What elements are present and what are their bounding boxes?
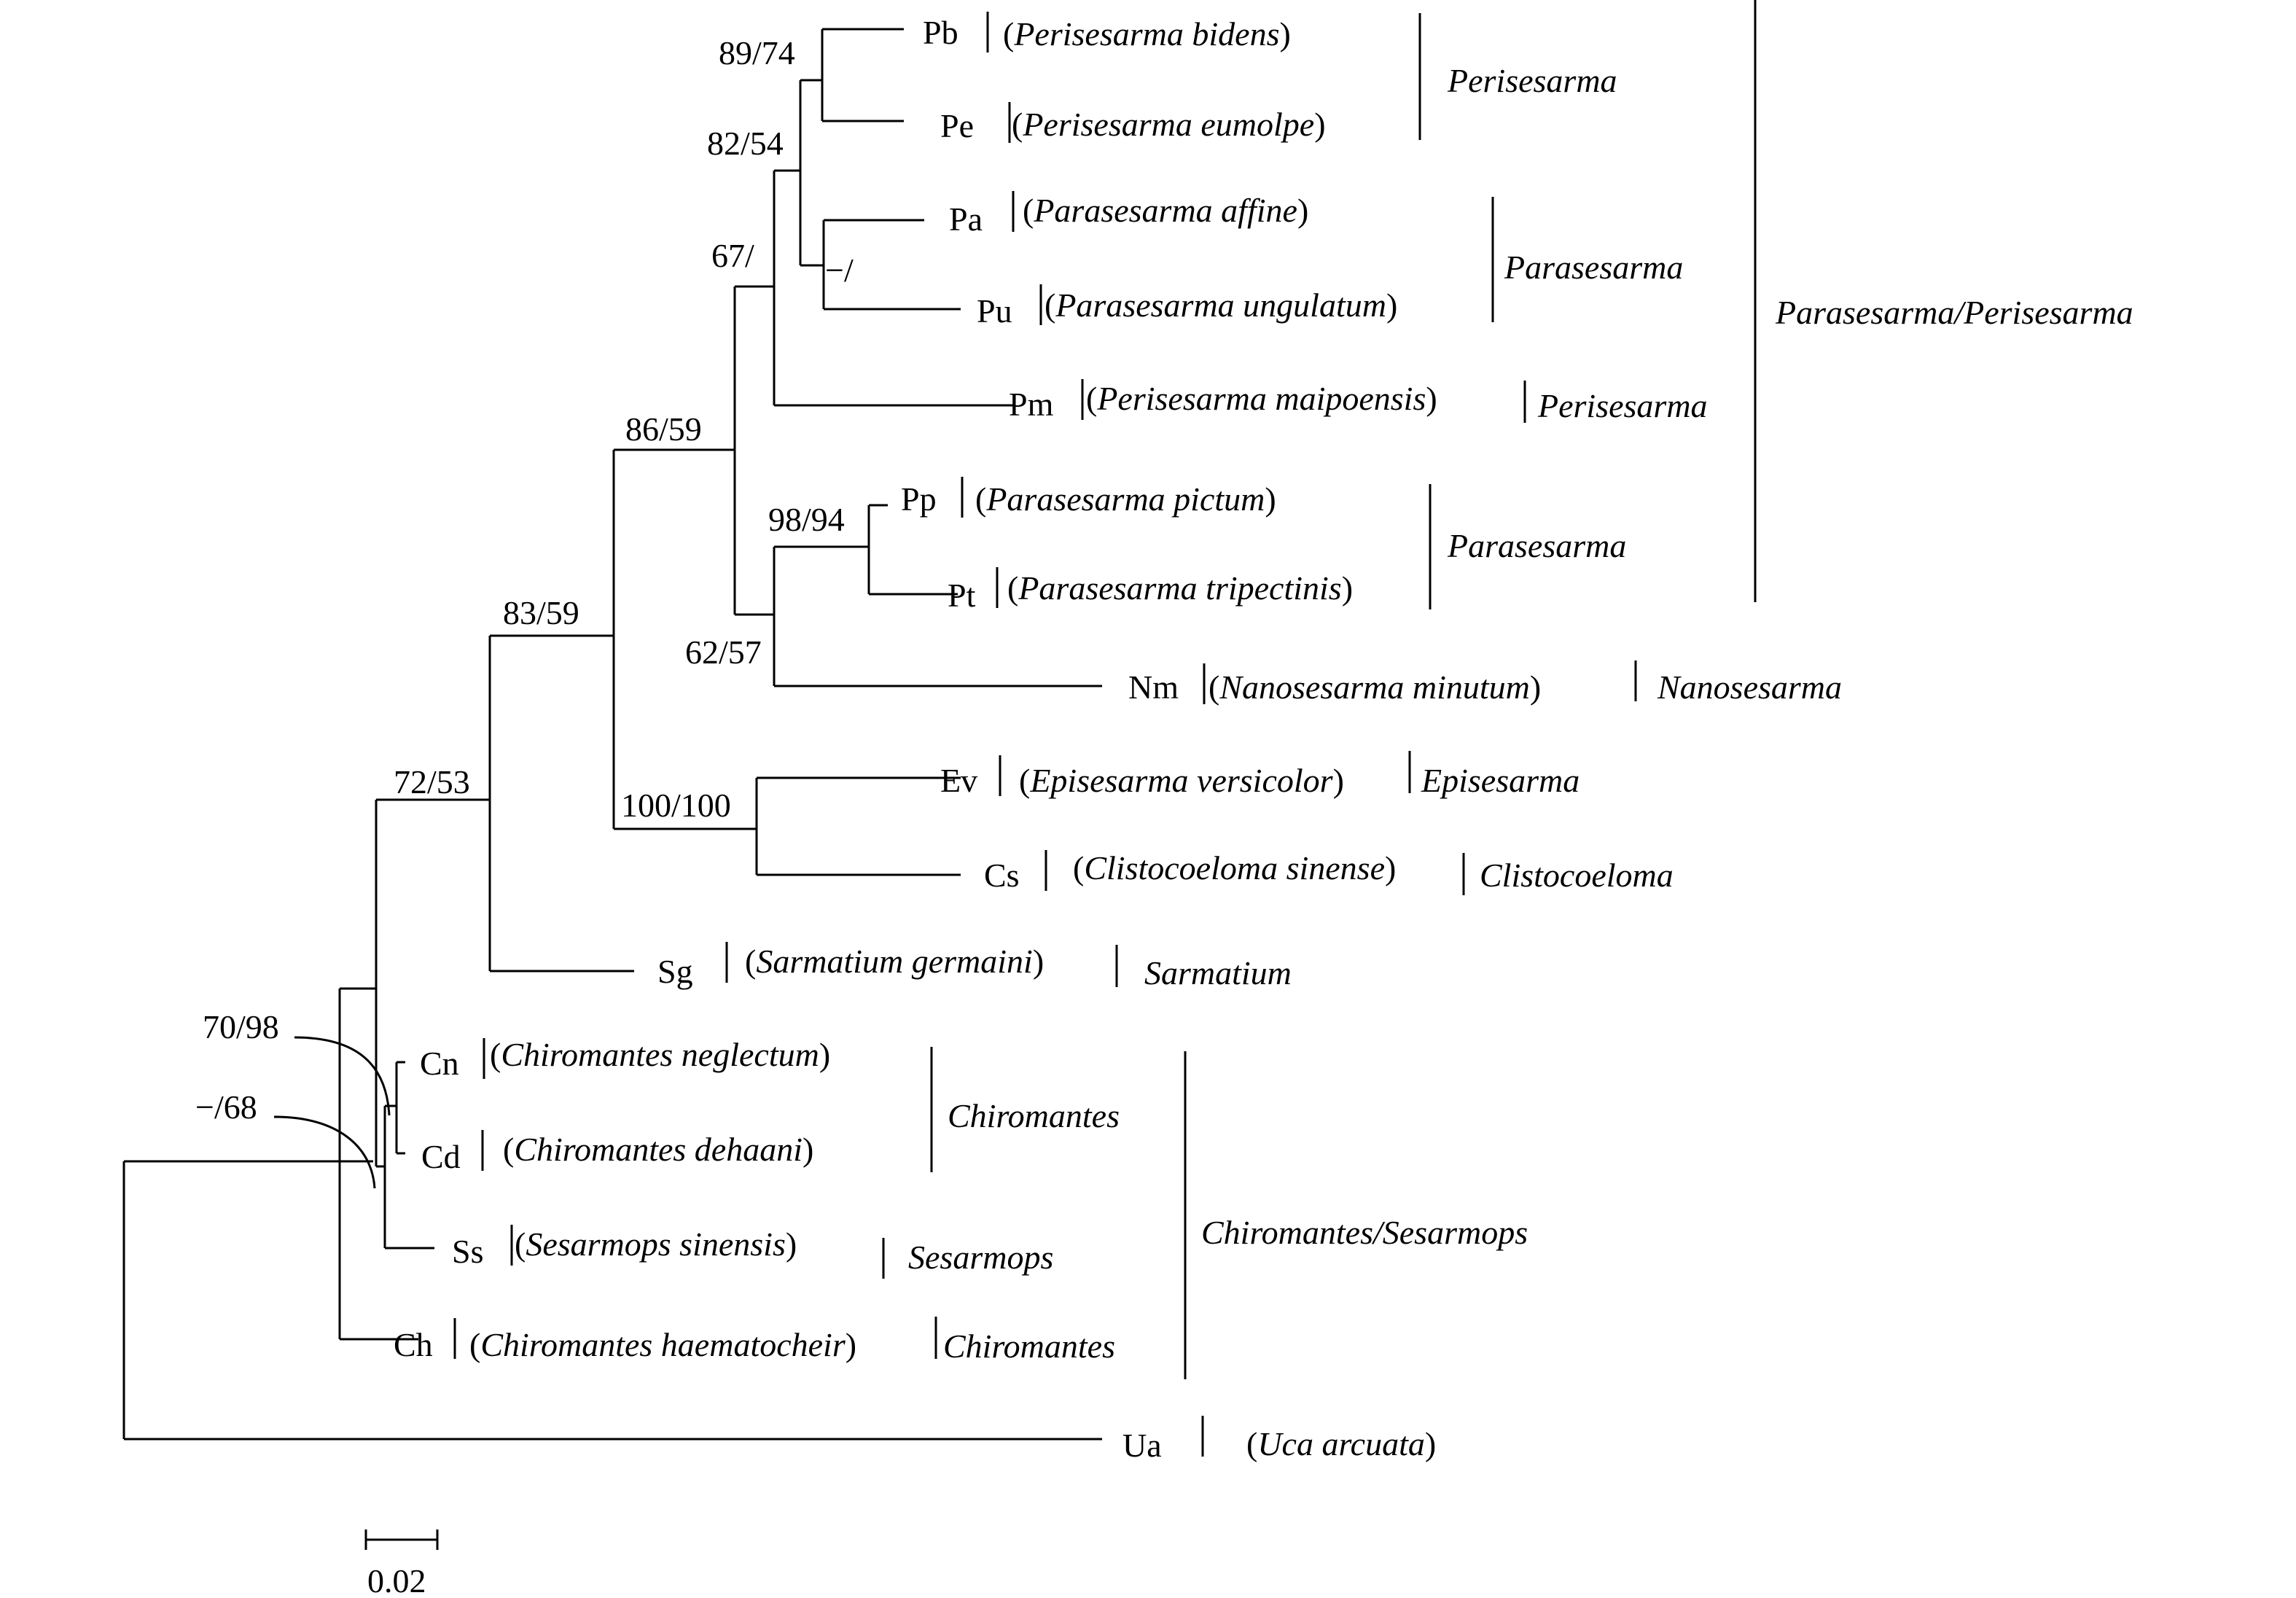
leader-cn-cd xyxy=(294,1036,391,1116)
genus-chiromantes-2: Chiromantes xyxy=(943,1328,1115,1365)
support-pm-node: 67/ xyxy=(711,237,754,274)
support-pp-pt: 98/94 xyxy=(768,501,845,538)
group-chiromantes-sesarmops: Chiromantes/Sesarmops xyxy=(1201,1214,1528,1251)
genus-chiromantes-1: Chiromantes xyxy=(948,1097,1120,1134)
tip-species-pm: (Perisesarma maipoensis) xyxy=(1086,380,1437,417)
genus-labels: Perisesarma Parasesarma Perisesarma Para… xyxy=(882,13,1842,1365)
tip-code-nm: Nm xyxy=(1128,669,1179,706)
tip-species-cs: (Clistocoeloma sinense) xyxy=(1073,849,1396,886)
group-parasesarma-perisesarma: Parasesarma/Perisesarma xyxy=(1775,294,2133,331)
tip-species-pb: (Perisesarma bidens) xyxy=(1003,15,1291,52)
genus-perisesarma-1: Perisesarma xyxy=(1447,62,1617,99)
tip-code-pe: Pe xyxy=(940,107,974,144)
support-ingroup: 72/53 xyxy=(394,763,470,800)
tip-species-ch: (Chiromantes haematocheir) xyxy=(469,1326,856,1363)
tip-species-cd: (Chiromantes dehaani) xyxy=(503,1131,813,1168)
tip-species-ss: (Sesarmops sinensis) xyxy=(515,1225,797,1263)
support-pbpe-papu: 82/54 xyxy=(707,125,784,162)
tip-species-nm: (Nanosesarma minutum) xyxy=(1208,669,1541,706)
tip-species-pa: (Parasesarma affine) xyxy=(1023,192,1308,229)
tip-code-pb: Pb xyxy=(923,14,958,51)
tip-code-cd: Cd xyxy=(421,1138,461,1175)
tip-species-pe: (Perisesarma eumolpe) xyxy=(1012,106,1326,143)
node-supports: 89/74 82/54 −/ 67/ 86/59 98/94 62/57 100… xyxy=(195,34,854,1126)
tip-species-pt: (Parasesarma tripectinis) xyxy=(1007,569,1353,607)
tip-species-ua: (Uca arcuata) xyxy=(1246,1425,1436,1462)
support-ppnm: 86/59 xyxy=(625,410,702,448)
support-ev-cs: 100/100 xyxy=(621,787,731,824)
tree-branches xyxy=(122,28,1102,1441)
group-labels: Parasesarma/Perisesarma Chiromantes/Sesa… xyxy=(1184,0,2133,1379)
tip-code-ch: Ch xyxy=(394,1326,433,1363)
tip-code-sg: Sg xyxy=(657,953,693,990)
tip-species-sg: (Sarmatium germaini) xyxy=(745,943,1044,980)
tip-labels: Pb (Perisesarma bidens) Pe (Perisesarma … xyxy=(394,12,1541,1464)
support-cn-cd: 70/98 xyxy=(203,1008,279,1045)
genus-parasesarma-2: Parasesarma xyxy=(1447,527,1626,564)
tip-species-cn: (Chiromantes neglectum) xyxy=(490,1036,830,1073)
support-ppt-nm: 62/57 xyxy=(685,634,762,671)
support-pb-pe: 89/74 xyxy=(719,34,795,71)
leader-ss xyxy=(273,1115,376,1189)
tip-code-ss: Ss xyxy=(452,1233,483,1270)
tip-code-pp: Pp xyxy=(901,480,937,518)
tip-species-pu: (Parasesarma ungulatum) xyxy=(1044,287,1397,324)
tip-code-ua: Ua xyxy=(1122,1427,1162,1464)
tip-species-ev: (Episesarma versicolor) xyxy=(1019,762,1344,799)
scale-bar: 0.02 xyxy=(364,1529,439,1598)
genus-parasesarma-1: Parasesarma xyxy=(1504,249,1683,286)
tip-code-ev: Ev xyxy=(940,762,977,799)
tip-code-pa: Pa xyxy=(949,200,983,238)
tip-code-pm: Pm xyxy=(1009,386,1054,423)
tip-code-pt: Pt xyxy=(948,577,976,614)
support-pa-pu: −/ xyxy=(825,252,854,289)
genus-episesarma: Episesarma xyxy=(1421,762,1580,799)
tip-code-pu: Pu xyxy=(977,292,1012,330)
genus-nanosesarma: Nanosesarma xyxy=(1657,669,1842,706)
support-ss: −/68 xyxy=(195,1088,257,1126)
tip-species-pp: (Parasesarma pictum) xyxy=(975,480,1276,518)
genus-perisesarma-2: Perisesarma xyxy=(1537,387,1708,424)
genus-sesarmops: Sesarmops xyxy=(908,1239,1053,1276)
scale-bar-label: 0.02 xyxy=(367,1562,426,1598)
tip-code-cs: Cs xyxy=(984,857,1020,894)
genus-sarmatium: Sarmatium xyxy=(1144,954,1292,991)
support-sg-node: 83/59 xyxy=(503,594,579,631)
genus-clistocoeloma: Clistocoeloma xyxy=(1480,857,1674,894)
tip-code-cn: Cn xyxy=(420,1045,459,1082)
